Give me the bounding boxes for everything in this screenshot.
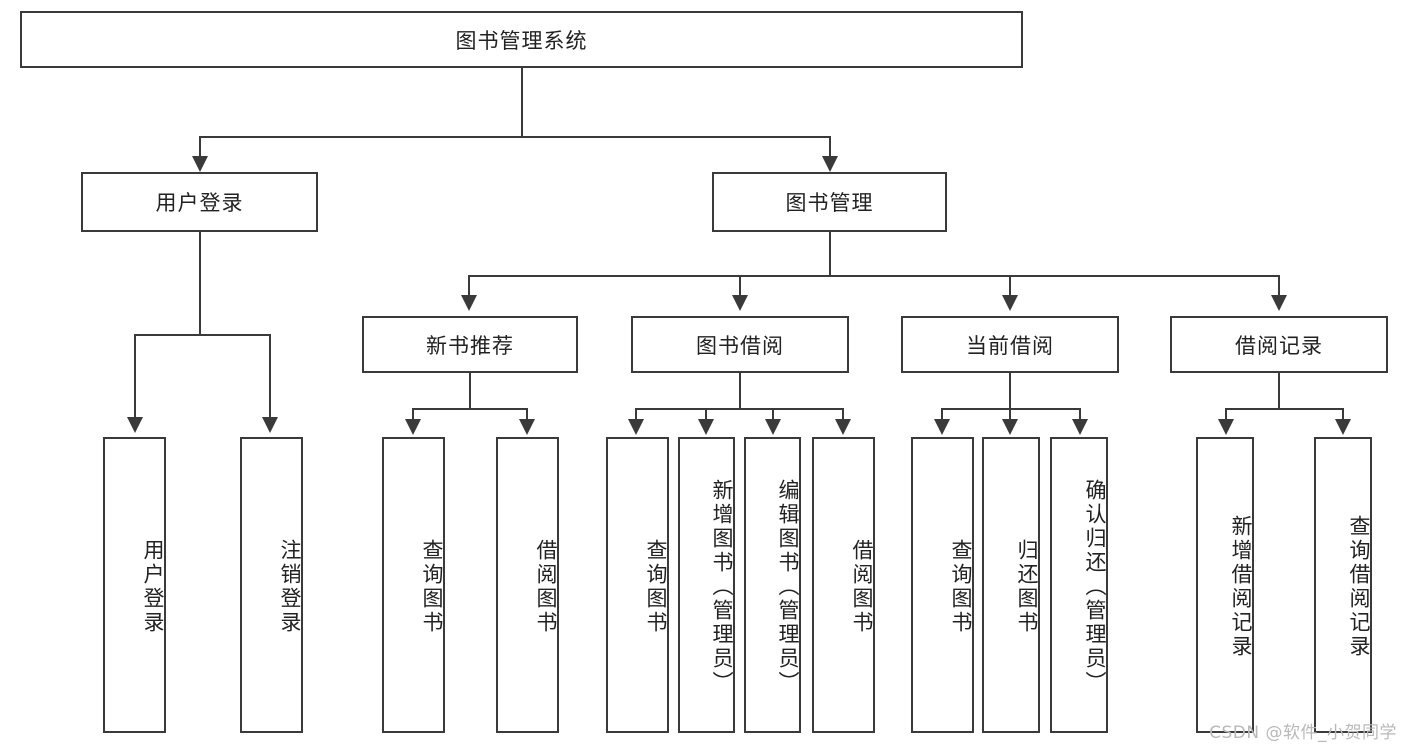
arrowhead-br-to-leaf-1 [1218,419,1234,435]
leaf-book-borrow-borrow[interactable]: 借阅图书 [812,437,875,733]
node-label: 图书管理系统 [455,28,588,53]
arrowhead-new-book-to-leaf-2 [519,419,535,435]
arrowhead-bb-to-leaf-3 [765,419,781,435]
edge-bm-to-new-book [468,275,470,297]
node-label: 查询图书 [949,539,973,635]
edge-new-book-to-leaf-1 [412,408,414,420]
edge-bb-to-leaf-1 [635,408,637,420]
edge-bm-to-current-borrow [1009,275,1011,297]
leaf-book-borrow-search[interactable]: 查询图书 [606,437,669,733]
node-label: 用户登录 [155,191,244,215]
watermark-csdn: CSDN @软件_小贺同学 [1209,723,1397,743]
node-label: 图书管理 [785,191,874,215]
node-label: 查询图书 [644,539,668,635]
edge-bb-to-leaf-4 [842,408,844,420]
edge-user-login-stem [199,232,201,336]
edge-cb-to-leaf-3 [1079,408,1081,420]
edge-current-borrow-bus [941,408,1081,410]
edge-bm-to-book-borrow [739,275,741,297]
leaf-new-book-borrow[interactable]: 借阅图书 [496,437,559,733]
edge-book-borrow-bus [635,408,844,410]
node-label: 当前借阅 [966,333,1054,358]
edge-user-login-to-leaf-1 [134,334,136,418]
node-book-borrow[interactable]: 图书借阅 [631,316,849,373]
arrowhead-bm-to-current-borrow [1002,295,1018,311]
edge-book-borrow-stem [739,373,741,410]
node-label: 查询图书 [420,539,444,635]
edge-new-book-to-leaf-2 [526,408,528,420]
node-label: 借阅图书 [534,539,558,635]
node-book-management[interactable]: 图书管理 [712,172,947,232]
leaf-new-book-search[interactable]: 查询图书 [382,437,445,733]
edge-cb-to-leaf-2 [1009,408,1011,420]
arrowhead-user-login-to-leaf-1 [127,417,143,433]
edge-new-book-bus [412,408,528,410]
arrowhead-bm-to-borrow-record [1271,295,1287,311]
edge-bb-to-leaf-3 [772,408,774,420]
arrowhead-root-to-book-management [822,156,838,172]
leaf-current-borrow-confirm-admin[interactable]: 确认归还（管理员） [1050,437,1108,733]
arrowhead-br-to-leaf-2 [1335,419,1351,435]
arrowhead-bb-to-leaf-1 [628,419,644,435]
arrowhead-bm-to-new-book [461,295,477,311]
node-label: 图书借阅 [696,333,784,358]
node-label: 用户登录 [141,539,165,635]
edge-user-login-to-leaf-2 [269,334,271,418]
node-label: 新增图书（管理员） [710,479,734,695]
node-label: 查询借阅记录 [1347,515,1371,659]
node-user-login[interactable]: 用户登录 [81,172,318,232]
edge-bb-to-leaf-2 [705,408,707,420]
edge-root-to-user-login [199,136,201,158]
edge-root-stem [521,68,523,137]
arrowhead-bm-to-book-borrow [732,295,748,311]
node-borrow-record[interactable]: 借阅记录 [1170,316,1388,373]
edge-borrow-record-bus [1225,408,1344,410]
leaf-book-borrow-edit-admin[interactable]: 编辑图书（管理员） [744,437,801,733]
arrowhead-bb-to-leaf-4 [835,419,851,435]
edge-root-bus [199,136,831,138]
edge-borrow-record-stem [1278,373,1280,410]
node-label: 注销登录 [278,539,302,635]
arrowhead-cb-to-leaf-3 [1072,419,1088,435]
edge-book-management-bus [468,275,1279,277]
node-label: 归还图书 [1015,539,1039,635]
node-root-book-management-system[interactable]: 图书管理系统 [20,11,1023,68]
edge-br-to-leaf-2 [1342,408,1344,420]
arrowhead-bb-to-leaf-2 [698,419,714,435]
arrowhead-user-login-to-leaf-2 [262,417,278,433]
edge-book-management-stem [829,232,831,277]
leaf-user-login-signin[interactable]: 用户登录 [103,437,166,733]
edge-br-to-leaf-1 [1225,408,1227,420]
node-label: 确认归还（管理员） [1083,479,1107,695]
node-label: 新增借阅记录 [1229,515,1253,659]
edge-bm-to-borrow-record [1278,275,1280,297]
node-label: 新书推荐 [426,333,514,358]
leaf-borrow-record-add[interactable]: 新增借阅记录 [1196,437,1254,733]
edge-current-borrow-stem [1009,373,1011,410]
edge-user-login-bus [134,334,271,336]
edge-cb-to-leaf-1 [941,408,943,420]
leaf-current-borrow-search[interactable]: 查询图书 [911,437,974,733]
node-label: 借阅记录 [1235,333,1323,358]
node-new-book-recommend[interactable]: 新书推荐 [362,316,578,373]
node-label: 借阅图书 [850,539,874,635]
leaf-current-borrow-return[interactable]: 归还图书 [982,437,1040,733]
arrowhead-cb-to-leaf-1 [934,419,950,435]
edge-root-to-book-management [829,136,831,158]
leaf-user-login-signout[interactable]: 注销登录 [240,437,303,733]
arrowhead-cb-to-leaf-2 [1002,419,1018,435]
edge-new-book-stem [469,373,471,410]
node-current-borrow[interactable]: 当前借阅 [901,316,1119,373]
leaf-book-borrow-add-admin[interactable]: 新增图书（管理员） [678,437,735,733]
node-label: 编辑图书（管理员） [776,479,800,695]
leaf-borrow-record-search[interactable]: 查询借阅记录 [1314,437,1372,733]
arrowhead-root-to-user-login [192,156,208,172]
arrowhead-new-book-to-leaf-1 [405,419,421,435]
